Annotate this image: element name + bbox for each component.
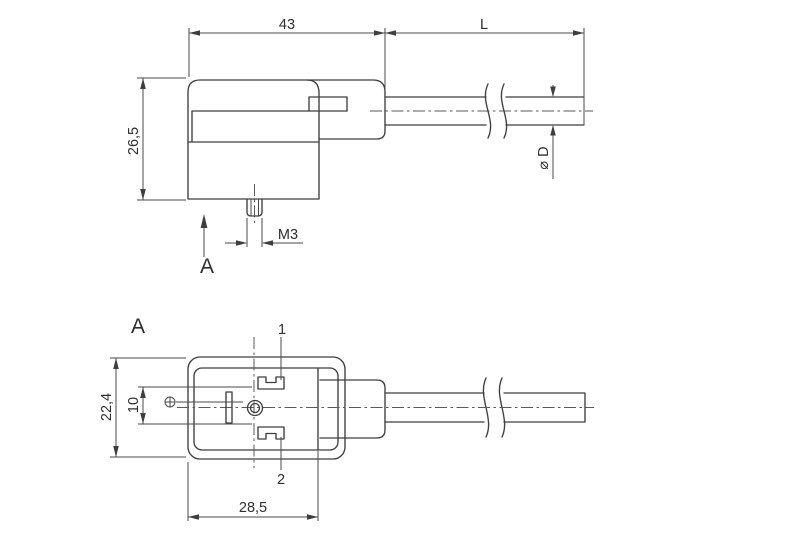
pin1-label: 1 (278, 322, 286, 338)
dim-26-5-label: 26,5 (126, 127, 142, 155)
side-view: 43 L 26,5 M3 ⌀ D (126, 17, 593, 278)
center-screw-hole-outer (246, 399, 264, 417)
dim-28-5-label: 28,5 (239, 500, 267, 516)
pin-labels: 1 2 (277, 322, 286, 488)
dim-43-lines (188, 28, 386, 90)
arrowhead-icon (140, 413, 146, 424)
front-view: A (99, 315, 594, 521)
dim-face-width: 28,5 (187, 451, 319, 521)
arrowhead-icon (573, 30, 584, 36)
dim-L-label: L (480, 17, 488, 33)
dim-22-4-label: 22,4 (99, 393, 115, 421)
housing-inner (193, 367, 339, 451)
body-cap-corner (306, 79, 320, 143)
center-screw-hole-inner (249, 402, 261, 414)
screw-thread-lines (250, 199, 259, 216)
dim-connector-height: 26,5 (126, 77, 186, 201)
view-arrow-label: A (200, 255, 214, 278)
arrowhead-icon (550, 125, 556, 136)
dim-connector-width: 43 (188, 17, 386, 90)
dim-26-5-lines (137, 77, 186, 201)
cable-edges (384, 392, 586, 423)
arrowhead-icon (113, 358, 119, 369)
dim-m3-lines (225, 218, 303, 247)
arrowhead-icon (307, 514, 318, 520)
contact-features (164, 376, 285, 440)
cable-gland (319, 379, 386, 439)
m3-screw (246, 184, 263, 223)
ground-screw-icon (164, 396, 243, 408)
dim-10-label: 10 (126, 397, 142, 413)
dim-L-lines (385, 28, 585, 125)
arrowhead-icon (236, 240, 247, 246)
arrowhead-icon (189, 30, 200, 36)
cable-break-icon (500, 83, 508, 139)
pin2-label: 2 (277, 472, 285, 488)
cable-edges (384, 96, 585, 126)
dim-pin-spacing: 10 (126, 386, 252, 425)
connector-body-outline (187, 79, 386, 200)
arrowhead-icon (188, 514, 199, 520)
dim-face-height: 22,4 (99, 357, 186, 458)
dim-cable-diameter: ⌀ D (536, 85, 556, 179)
latch-tab (308, 96, 348, 112)
contact-1 (257, 376, 285, 390)
view-direction-arrow: A (200, 214, 214, 278)
dim-43-label: 43 (279, 17, 295, 33)
arrowhead-icon (140, 387, 146, 398)
contact-2 (257, 426, 285, 440)
arrowhead-icon (385, 30, 396, 36)
front-view-label: A (131, 315, 145, 338)
body-lower-block (187, 141, 320, 200)
dim-thread: M3 (225, 218, 303, 247)
body-inner-flange (191, 110, 348, 143)
view-arrow-icon (200, 214, 208, 228)
arrowhead-icon (374, 30, 385, 36)
arrowhead-icon (262, 240, 273, 246)
arrowhead-icon (113, 446, 119, 457)
arrowhead-icon (140, 189, 146, 200)
dim-22-4-lines (110, 357, 186, 458)
arrowhead-icon (140, 78, 146, 89)
dim-m3-label: M3 (278, 227, 298, 243)
ground-screw-cross (164, 396, 176, 408)
arrowhead-icon (550, 86, 556, 97)
pe-contact-slot (225, 391, 233, 424)
dim-d-label: ⌀ D (536, 146, 552, 169)
dim-10-lines (138, 386, 252, 425)
cable-break-icon (484, 83, 492, 139)
cable-side-view (370, 83, 593, 139)
dim-28-5-lines (187, 451, 319, 521)
dim-cable-length: L (385, 17, 585, 125)
body-cap-and-gland-outline (187, 79, 386, 143)
